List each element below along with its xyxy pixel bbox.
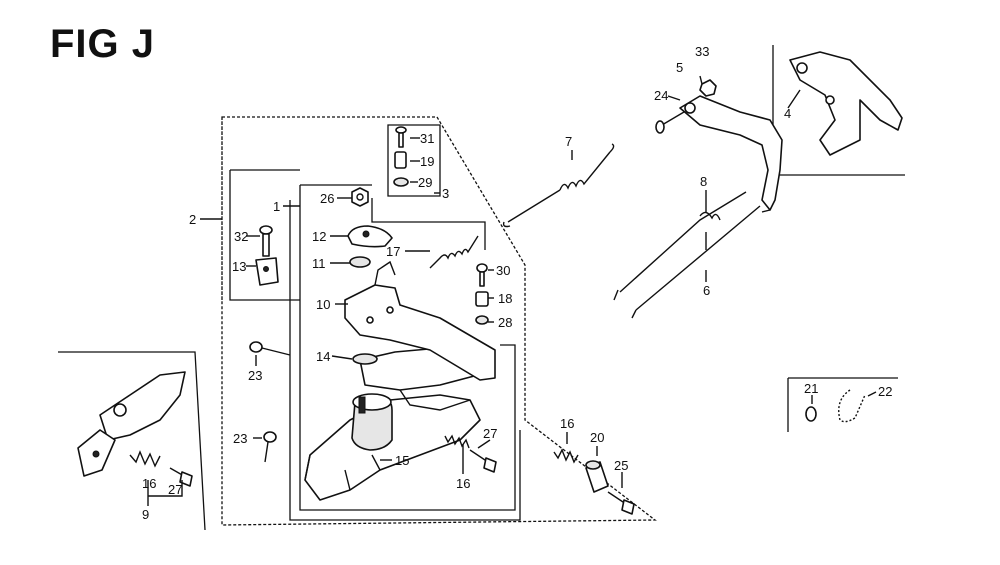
part-11-washer — [349, 256, 371, 268]
part-27-bolt-center — [469, 449, 497, 473]
callout-labels: 1 2 3 4 5 6 7 8 9 10 11 12 13 14 14 15 1… — [142, 44, 892, 522]
callout-8: 8 — [700, 174, 707, 189]
part-7-spring-rod — [502, 143, 615, 228]
group-3-bracket — [371, 198, 486, 250]
group-9-outline — [58, 351, 206, 531]
outer-assembly-outline — [221, 116, 657, 526]
part-32-screw — [259, 225, 273, 257]
part-21-clip — [805, 406, 817, 422]
callout-3: 3 — [442, 186, 449, 201]
callout-29: 29 — [418, 175, 432, 190]
callout-30: 30 — [496, 263, 510, 278]
callout-23-upper: 23 — [248, 368, 262, 383]
callout-16-center: 16 — [456, 476, 470, 491]
part-16-spring-center — [444, 434, 470, 449]
part-8-rod — [613, 191, 747, 301]
part-16-spring-right — [553, 448, 579, 464]
part-10-lever-arm — [344, 260, 496, 381]
part-25-bolt — [607, 491, 635, 515]
callout-4: 4 — [784, 106, 791, 121]
group-1-inner-outline — [289, 200, 521, 521]
part-24-bolt — [655, 111, 685, 134]
callout-17: 17 — [386, 244, 400, 259]
callout-28: 28 — [498, 315, 512, 330]
part-20-collar — [585, 460, 609, 493]
callout-19: 19 — [420, 154, 434, 169]
group-3-outline — [387, 124, 441, 197]
callout-12: 12 — [312, 229, 326, 244]
part-23-bolt-lower — [263, 431, 277, 463]
callout-11: 11 — [312, 256, 326, 271]
callout-24: 24 — [654, 88, 668, 103]
figure-title: FIG J — [50, 22, 156, 66]
part-17-spring — [429, 235, 479, 269]
callout-16-right: 16 — [560, 416, 574, 431]
part-15-base-plate — [304, 393, 481, 501]
part-23-bolt-upper — [249, 341, 291, 356]
part-5-lever — [679, 95, 783, 213]
callout-22: 22 — [878, 384, 892, 399]
callout-7: 7 — [565, 134, 572, 149]
part-26-nut — [351, 187, 369, 207]
callout-20: 20 — [590, 430, 604, 445]
callout-27-left: 27 — [168, 482, 182, 497]
callout-5: 5 — [676, 60, 683, 75]
callout-14a: 14 — [316, 349, 330, 364]
callout-33: 33 — [695, 44, 709, 59]
callout-25: 25 — [614, 458, 628, 473]
part-12-plate — [347, 225, 393, 248]
part-13-bracket — [255, 257, 279, 286]
callout-2: 2 — [189, 212, 196, 227]
callout-27-center: 27 — [483, 426, 497, 441]
part-9-bracket — [77, 371, 193, 487]
callout-9: 9 — [142, 507, 149, 522]
part-4-bracket — [789, 51, 903, 156]
parts-30-18-28-stack — [475, 263, 489, 325]
callout-1: 1 — [273, 199, 280, 214]
callout-31: 31 — [420, 131, 434, 146]
callout-16-left: 16 — [142, 476, 156, 491]
callout-10: 10 — [316, 297, 330, 312]
callout-13: 13 — [232, 259, 246, 274]
leader-lines — [147, 75, 877, 506]
group-21-22-outline — [787, 377, 898, 432]
callout-15: 15 — [395, 453, 409, 468]
callout-26: 26 — [320, 191, 334, 206]
callout-6: 6 — [703, 283, 710, 298]
callout-32: 32 — [234, 229, 248, 244]
parts-31-19-29-stack — [393, 126, 409, 187]
group-2-outline — [229, 169, 300, 301]
callout-23-lower: 23 — [233, 431, 247, 446]
callout-18: 18 — [498, 291, 512, 306]
part-6-rod — [631, 205, 761, 319]
group-1-outline — [299, 184, 516, 511]
callout-21: 21 — [804, 381, 818, 396]
part-22-chain — [838, 389, 866, 423]
part-33-nut — [699, 79, 717, 97]
